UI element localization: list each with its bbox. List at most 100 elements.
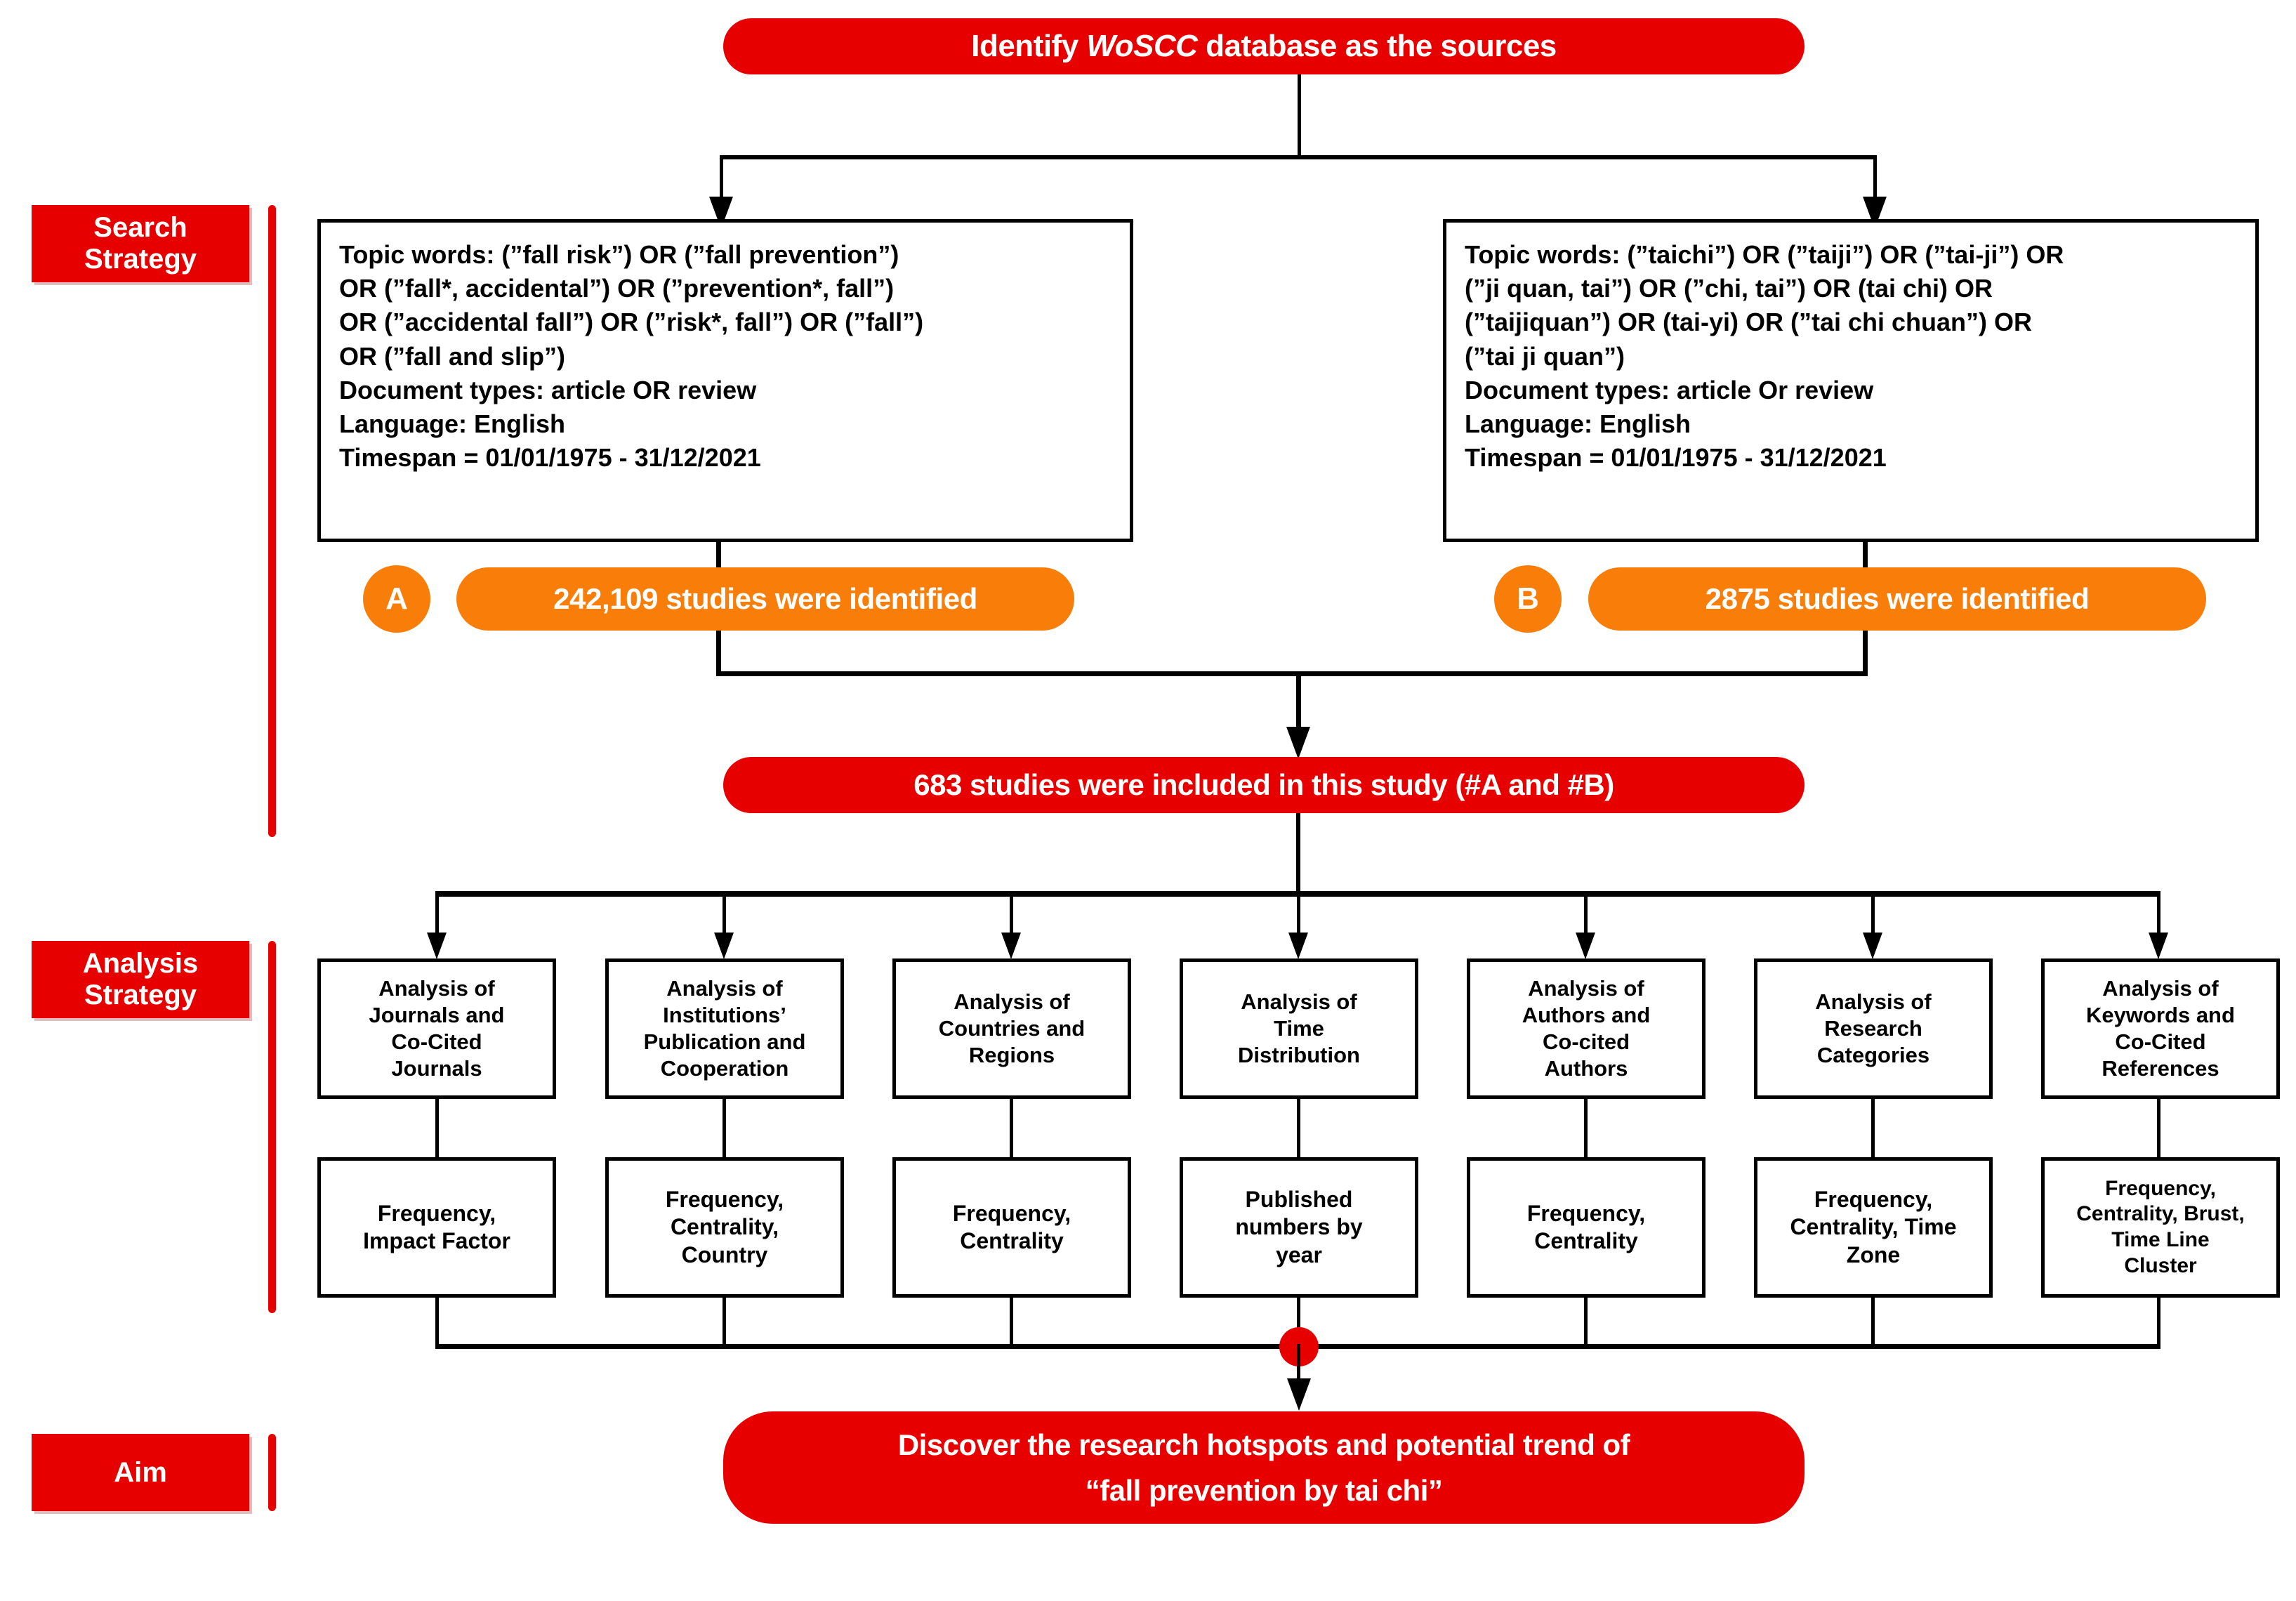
result-a-label: 242,109 studies were identified: [553, 582, 977, 615]
connector-drop-analysis-4: [1297, 891, 1300, 937]
arrow-to-analysis-journals: [427, 933, 447, 959]
analysis-journals-box: Analysis of Journals and Co-Cited Journa…: [317, 958, 556, 1099]
connector-included-stem: [1296, 813, 1300, 894]
search-strategy-label-line2: Strategy: [84, 244, 197, 275]
merge-drop-3: [1010, 1298, 1013, 1348]
analysis-authors-text: Analysis of Authors and Co-cited Authors: [1522, 976, 1651, 1081]
aim-label: Aim: [114, 1456, 167, 1488]
merge-drop-6: [1871, 1298, 1875, 1348]
analysis-authors-box: Analysis of Authors and Co-cited Authors: [1467, 958, 1705, 1099]
connector-drop-analysis-6: [1871, 891, 1875, 937]
connector-drop-analysis-1: [435, 891, 439, 937]
metric-authors-text: Frequency, Centrality: [1526, 1200, 1646, 1253]
connector-top-stem: [1298, 74, 1301, 157]
arrow-to-included-banner: [1286, 727, 1310, 759]
metric-keywords-text: Frequency, Centrality, Brust, Time Line …: [2076, 1176, 2245, 1277]
link-analysis-metric-5: [1584, 1099, 1588, 1159]
link-analysis-metric-6: [1871, 1099, 1875, 1159]
analysis-categories-text: Analysis of Research Categories: [1815, 989, 1932, 1067]
sidebar-item-aim: Aim: [32, 1434, 249, 1511]
aim-banner: Discover the research hotspots and poten…: [723, 1411, 1805, 1524]
metric-journals-text: Frequency, Impact Factor: [363, 1200, 510, 1253]
merge-drop-7: [2157, 1298, 2160, 1348]
metric-time-text: Published numbers by year: [1235, 1187, 1363, 1267]
search-box-b-text: Topic words: (”taichi”) OR (”taiji”) OR …: [1465, 240, 2064, 473]
analysis-institutions-text: Analysis of Institutions’ Publication an…: [643, 976, 806, 1081]
search-strategy-label-line1: Search: [93, 212, 187, 244]
connector-drop-analysis-3: [1010, 891, 1013, 937]
included-banner-text: 683 studies were included in this study …: [913, 768, 1614, 801]
aim-banner-line1: Discover the research hotspots and poten…: [897, 1428, 1630, 1461]
connector-drop-analysis-7: [2157, 891, 2160, 937]
top-banner-emphasis: WoSCC: [1086, 29, 1198, 63]
metric-institutions-box: Frequency, Centrality, Country: [605, 1157, 844, 1298]
arrow-to-analysis-institutions: [714, 933, 734, 959]
merge-drop-4: [1297, 1298, 1300, 1348]
result-a-badge-label: A: [385, 581, 408, 616]
analysis-strategy-rule: [268, 941, 276, 1313]
connector-box-b-to-result-b: [1863, 542, 1868, 570]
search-box-a: Topic words: (”fall risk”) OR (”fall pre…: [317, 219, 1133, 542]
connector-merge-stem: [1296, 671, 1301, 731]
result-b-badge-label: B: [1517, 581, 1539, 616]
metric-keywords-box: Frequency, Centrality, Brust, Time Line …: [2041, 1157, 2280, 1298]
connector-top-right-drop: [1873, 155, 1877, 201]
connector-merge-bus: [716, 671, 1868, 676]
search-strategy-rule: [268, 205, 276, 837]
merge-drop-1: [435, 1298, 439, 1348]
aim-rule: [268, 1434, 276, 1511]
link-analysis-metric-2: [723, 1099, 726, 1159]
arrow-to-analysis-keywords: [2149, 933, 2168, 959]
metric-countries-box: Frequency, Centrality: [892, 1157, 1131, 1298]
connector-top-left-drop: [720, 155, 723, 201]
link-analysis-metric-7: [2157, 1099, 2160, 1159]
analysis-institutions-box: Analysis of Institutions’ Publication an…: [605, 958, 844, 1099]
result-a-pill: 242,109 studies were identified: [456, 567, 1074, 631]
merge-drop-5: [1584, 1298, 1588, 1348]
analysis-countries-box: Analysis of Countries and Regions: [892, 958, 1131, 1099]
top-banner-pre: Identify: [971, 29, 1087, 63]
arrow-to-aim-banner: [1287, 1378, 1311, 1411]
metric-institutions-text: Frequency, Centrality, Country: [665, 1187, 784, 1267]
link-analysis-metric-3: [1010, 1099, 1013, 1159]
analysis-categories-box: Analysis of Research Categories: [1754, 958, 1993, 1099]
link-analysis-metric-4: [1297, 1099, 1300, 1159]
top-banner-post: database as the sources: [1197, 29, 1557, 63]
arrow-to-analysis-countries: [1001, 933, 1021, 959]
analysis-journals-text: Analysis of Journals and Co-Cited Journa…: [369, 976, 505, 1081]
metric-time-box: Published numbers by year: [1180, 1157, 1418, 1298]
metric-countries-text: Frequency, Centrality: [952, 1200, 1071, 1253]
result-b-badge: B: [1494, 565, 1562, 633]
top-banner: Identify WoSCC database as the sources: [723, 18, 1805, 74]
analysis-keywords-text: Analysis of Keywords and Co-Cited Refere…: [2086, 976, 2235, 1081]
analysis-keywords-box: Analysis of Keywords and Co-Cited Refere…: [2041, 958, 2280, 1099]
analysis-countries-text: Analysis of Countries and Regions: [938, 989, 1086, 1067]
arrow-to-analysis-categories: [1863, 933, 1882, 959]
result-b-label: 2875 studies were identified: [1705, 582, 2090, 615]
search-box-b: Topic words: (”taichi”) OR (”taiji”) OR …: [1443, 219, 2259, 542]
metric-categories-text: Frequency, Centrality, Time Zone: [1790, 1187, 1957, 1267]
search-box-a-text: Topic words: (”fall risk”) OR (”fall pre…: [339, 240, 924, 473]
connector-box-a-to-result-a: [716, 542, 721, 570]
included-banner: 683 studies were included in this study …: [723, 757, 1805, 813]
analysis-time-text: Analysis of Time Distribution: [1238, 989, 1360, 1067]
link-analysis-metric-1: [435, 1099, 439, 1159]
top-banner-text: Identify WoSCC database as the sources: [971, 29, 1557, 64]
aim-banner-line2: “fall prevention by tai chi”: [1085, 1474, 1443, 1507]
arrow-to-analysis-authors: [1576, 933, 1595, 959]
merge-drop-2: [723, 1298, 726, 1348]
connector-top-bus: [720, 155, 1877, 159]
sidebar-item-search-strategy: Search Strategy: [32, 205, 249, 282]
result-a-badge: A: [363, 565, 430, 633]
connector-drop-analysis-5: [1584, 891, 1588, 937]
sidebar-item-analysis-strategy: Analysis Strategy: [32, 941, 249, 1018]
metric-journals-box: Frequency, Impact Factor: [317, 1157, 556, 1298]
analysis-strategy-label-line2: Strategy: [84, 980, 197, 1010]
analysis-strategy-label-line1: Analysis: [82, 948, 199, 980]
arrow-to-analysis-time: [1288, 933, 1308, 959]
connector-drop-analysis-2: [723, 891, 726, 937]
merge-aim-stem: [1297, 1344, 1300, 1385]
metric-categories-box: Frequency, Centrality, Time Zone: [1754, 1157, 1993, 1298]
connector-result-b-down: [1863, 631, 1868, 676]
